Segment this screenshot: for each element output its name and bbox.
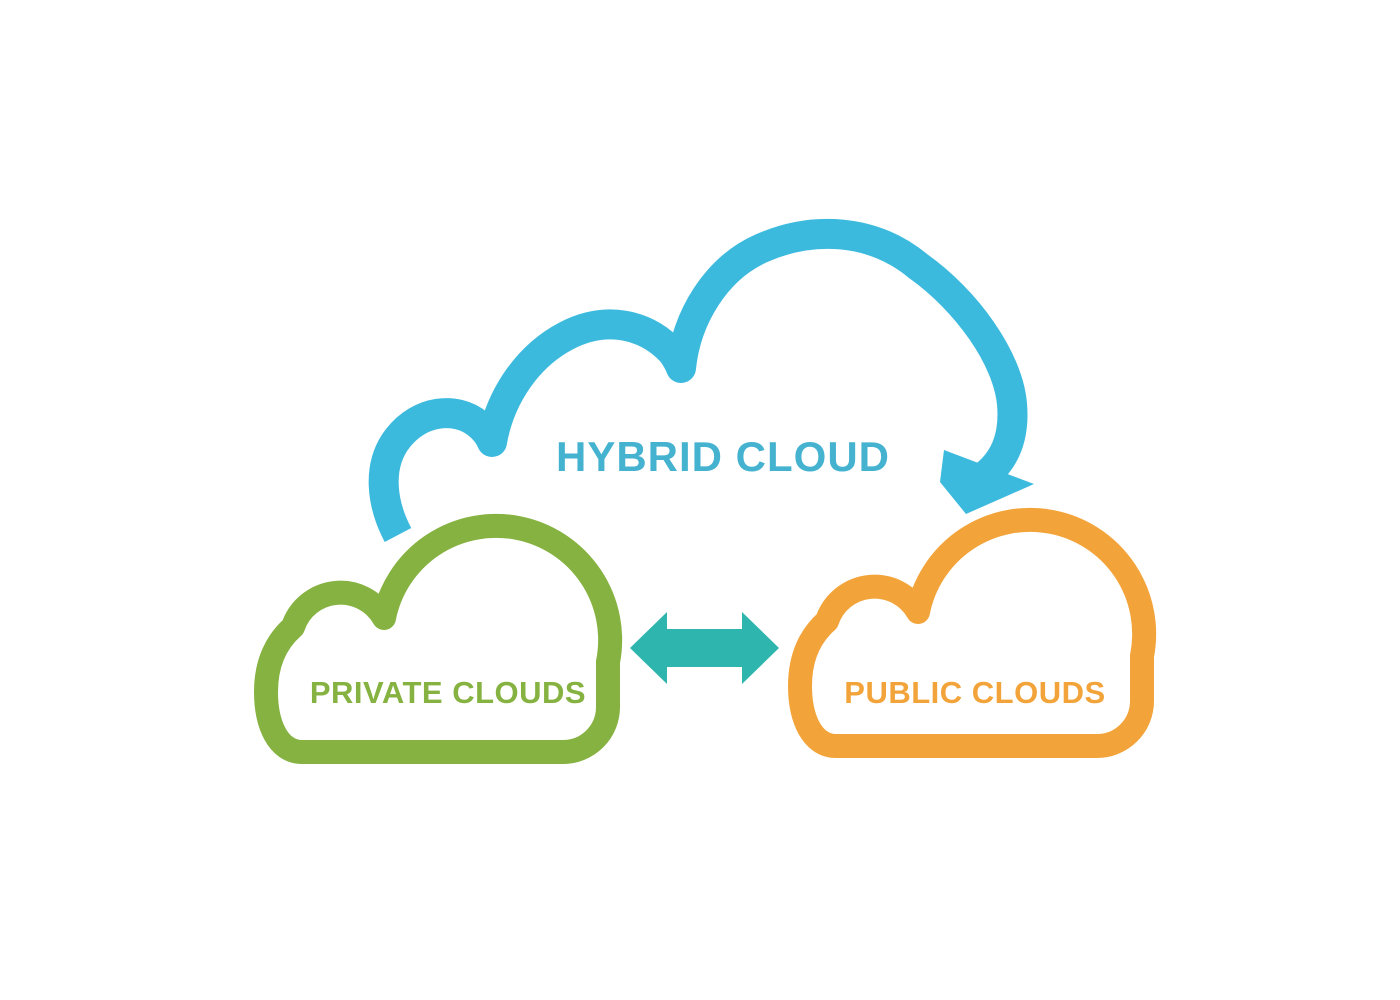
private-clouds-label: PRIVATE CLOUDS [310, 675, 586, 710]
hybrid-cloud-outline-icon [368, 218, 1028, 543]
private-cloud-outline-icon [254, 513, 623, 764]
hybrid-cloud-label: HYBRID CLOUD [556, 433, 890, 480]
public-cloud-outline-icon [788, 507, 1157, 758]
public-clouds-label: PUBLIC CLOUDS [844, 675, 1105, 710]
hybrid-cloud-tail-icon [940, 450, 1034, 514]
bidirectional-arrow-icon [630, 612, 779, 684]
